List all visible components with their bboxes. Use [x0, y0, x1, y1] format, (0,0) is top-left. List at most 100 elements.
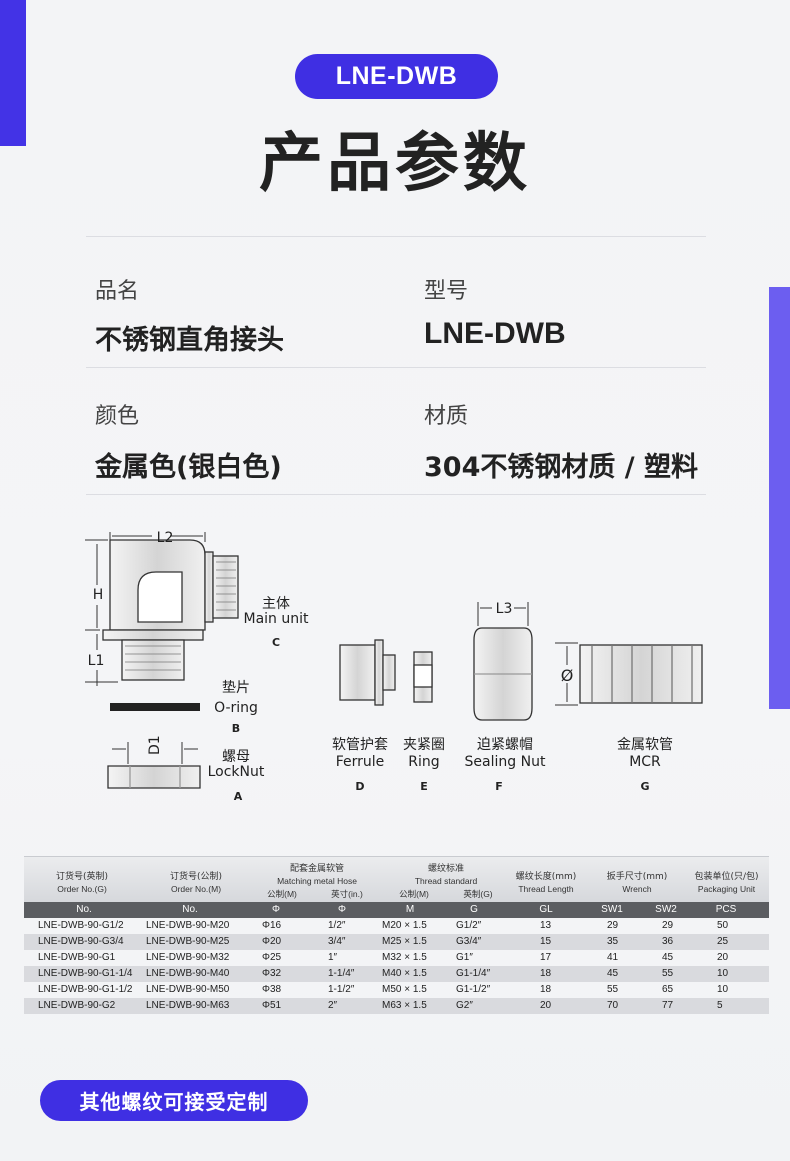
table-cell: 55 [662, 968, 674, 979]
color-value: 金属色(银白色) [95, 452, 282, 483]
main-unit-shape [102, 539, 239, 681]
part-label-en: Main unit [243, 611, 309, 627]
table-cell: LNE-DWB-90-G3/4 [38, 936, 124, 947]
header-text: Thread Length [518, 884, 574, 894]
table-cell: G1″ [456, 952, 473, 963]
header-text: Order No.(G) [57, 884, 107, 894]
code-cell: SW2 [655, 904, 677, 915]
table-cell: LNE-DWB-90-M20 [146, 920, 230, 931]
part-label-en: Ferrule [335, 754, 385, 770]
decor-bar-right [769, 287, 790, 709]
table-cell: LNE-DWB-90-G1-1/2 [38, 984, 133, 995]
table-cell: 10 [717, 984, 729, 995]
table-cell: 77 [662, 1000, 674, 1011]
table-cell: 1″ [328, 952, 338, 963]
table-cell: G2″ [456, 1000, 473, 1011]
part-letter: C [271, 636, 281, 649]
material-label: 材质 [424, 404, 469, 429]
ring-shape [413, 651, 433, 703]
part-label-en: Sealing Nut [464, 754, 546, 770]
table-code-row: No. No. Φ Φ M G GL SW1 SW2 PCS [24, 902, 769, 918]
table-cell: 10 [717, 968, 729, 979]
part-letter: F [495, 780, 503, 793]
part-label-cn: 迫紧螺帽 [477, 737, 533, 753]
part-label-cn: 金属软管 [617, 737, 673, 753]
header-text: 订货号(公制) [169, 872, 223, 882]
header-order-m: 订货号(公制) Order No.(M) [140, 871, 252, 895]
header-length: 螺纹长度(mm) Thread Length [510, 871, 582, 895]
model-label: 型号 [424, 279, 469, 304]
page-title: 产品参数 [259, 127, 531, 201]
table-cell: LNE-DWB-90-M32 [146, 952, 230, 963]
divider [86, 494, 706, 495]
custom-thread-note: 其他螺纹可接受定制 [40, 1080, 308, 1121]
header-text: Thread standard [414, 876, 478, 886]
locknut-shape [107, 765, 201, 789]
material-value: 304不锈钢材质 / 塑料 [424, 452, 699, 483]
dim-h-label: H [92, 587, 104, 603]
parts-drawing [85, 532, 703, 789]
table-cell: 20 [717, 952, 729, 963]
header-text: Wrench [622, 884, 652, 894]
table-cell: 18 [540, 968, 552, 979]
header-wrench: 扳手尺寸(mm) Wrench [582, 871, 692, 895]
table-cell: LNE-DWB-90-M50 [146, 984, 230, 995]
code-cell: Φ [272, 904, 280, 915]
header-pack: 包装单位(只/包) Packaging Unit [684, 871, 769, 895]
table-cell: 3/4″ [328, 936, 346, 947]
name-value: 不锈钢直角接头 [95, 325, 284, 356]
table-cell: 1/2″ [328, 920, 346, 931]
name-label: 品名 [95, 279, 140, 304]
table-cell: 45 [662, 952, 674, 963]
part-label-en: MCR [629, 754, 661, 770]
table-cell: 18 [540, 984, 552, 995]
part-letter: D [355, 780, 365, 793]
o-ring-shape [110, 703, 200, 711]
parts-diagram: L2 H L1 D1 L3 Ø 主体 Main unit C 垫片 O-ring… [0, 510, 790, 820]
dim-phi-label: Ø [560, 666, 574, 685]
decor-bar-left [0, 0, 26, 146]
header-hose: 配套金属软管 Matching metal Hose [252, 863, 382, 887]
code-cell: No. [182, 904, 198, 915]
table-cell: Φ16 [262, 920, 282, 931]
table-cell: 20 [540, 1000, 552, 1011]
table-cell: M20 × 1.5 [382, 920, 427, 931]
table-cell: 1-1/2″ [328, 984, 355, 995]
table-cell: 1-1/4″ [328, 968, 355, 979]
part-label-cn: 垫片 [222, 680, 250, 696]
mcr-hose-shape [579, 644, 703, 704]
divider [86, 367, 706, 368]
part-label-en: Ring [408, 754, 440, 770]
table-cell: G1-1/2″ [456, 984, 491, 995]
part-letter: E [420, 780, 428, 793]
table-cell: M50 × 1.5 [382, 984, 427, 995]
table-cell: LNE-DWB-90-M63 [146, 1000, 230, 1011]
header-hose-m: 公制(M) [267, 889, 297, 899]
part-label-cn: 夹紧圈 [403, 737, 445, 753]
divider [86, 236, 706, 237]
table-cell: LNE-DWB-90-G1-1/4 [38, 968, 133, 979]
table-cell: 45 [607, 968, 619, 979]
table-cell: Φ32 [262, 968, 282, 979]
header-text: 螺纹标准 [427, 864, 464, 874]
table-cell: M25 × 1.5 [382, 936, 427, 947]
part-label-cn: 主体 [262, 596, 290, 612]
spec-table: 订货号(英制) Order No.(G) 订货号(公制) Order No.(M… [24, 856, 769, 1014]
table-cell: 29 [607, 920, 619, 931]
table-header: 订货号(英制) Order No.(G) 订货号(公制) Order No.(M… [24, 856, 769, 902]
code-cell: GL [539, 904, 553, 915]
code-cell: SW1 [601, 904, 623, 915]
code-cell: M [405, 904, 415, 915]
table-cell: Φ20 [262, 936, 282, 947]
header-text: 包装单位(只/包) [694, 872, 759, 882]
table-cell: 55 [607, 984, 619, 995]
part-label-cn: 软管护套 [332, 737, 388, 753]
table-cell: G1/2″ [456, 920, 482, 931]
header-text: 配套金属软管 [289, 864, 344, 874]
table-cell: 41 [607, 952, 619, 963]
dim-l1-label: L1 [87, 653, 105, 669]
